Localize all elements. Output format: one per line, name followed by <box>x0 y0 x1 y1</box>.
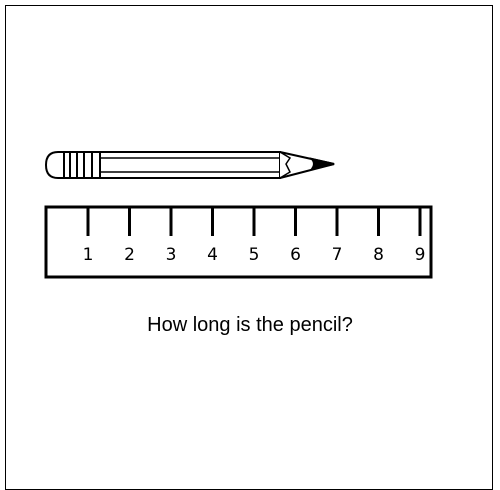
ruler-label-2: 2 <box>124 245 135 265</box>
ruler-label-4: 4 <box>207 245 218 265</box>
ruler-labels: 1 2 3 4 5 6 7 8 9 <box>83 245 426 265</box>
ruler-label-1: 1 <box>83 245 94 265</box>
ruler-ticks <box>86 207 422 236</box>
ruler-label-9: 9 <box>415 245 426 265</box>
ruler-label-8: 8 <box>373 245 384 265</box>
ruler-label-6: 6 <box>290 245 301 265</box>
ruler: 1 2 3 4 5 6 7 8 9 <box>44 205 433 279</box>
ruler-label-7: 7 <box>332 245 343 265</box>
pencil-icon <box>44 151 335 179</box>
ruler-body <box>44 205 433 279</box>
question-text: How long is the pencil? <box>147 314 353 336</box>
ruler-label-3: 3 <box>166 245 177 265</box>
ruler-label-5: 5 <box>249 245 260 265</box>
